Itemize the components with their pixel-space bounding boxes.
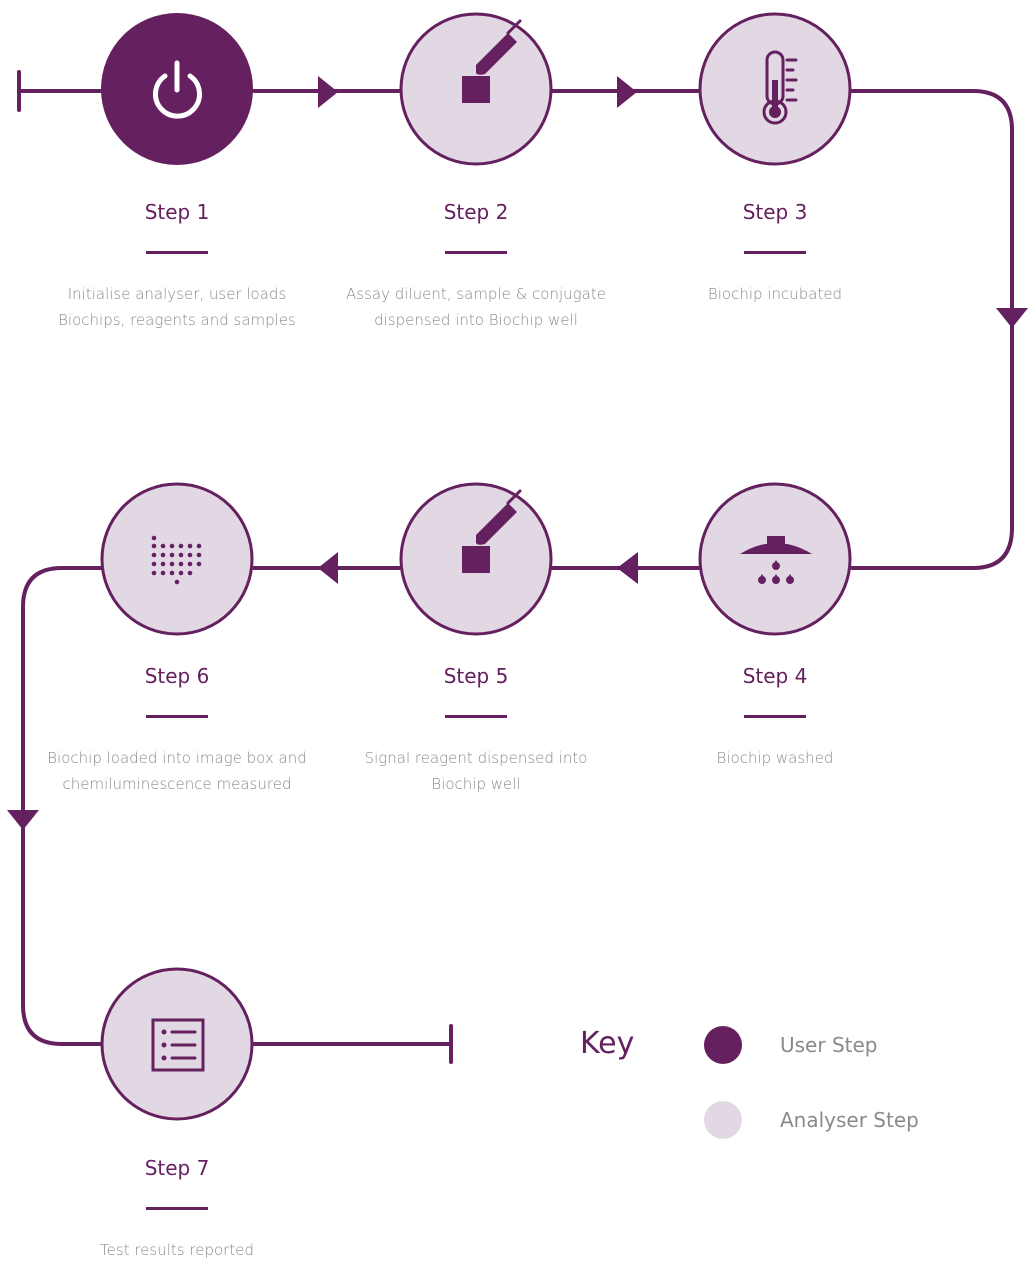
step7-divider: [146, 1207, 208, 1210]
step4-divider: [744, 715, 806, 718]
arrow-down-left: [7, 810, 39, 830]
step3-description-line: Biochip incubated: [707, 285, 843, 303]
step6-text: Step 6 Biochip loaded into image box and…: [27, 663, 327, 797]
step6-description-line: Biochip loaded into image box and: [47, 749, 307, 767]
key-analyser-step-label: Analyser Step: [780, 1108, 919, 1132]
step6-circle: [100, 482, 254, 636]
step1-text: Step 1 Initialise analyser, user loads B…: [27, 199, 327, 333]
step5-title: Step 5: [443, 664, 509, 688]
step5-divider: [445, 715, 507, 718]
step1-divider: [146, 251, 208, 254]
arrow-right-2: [617, 76, 637, 108]
connector-step3-to-step4: [850, 89, 1014, 570]
step1-title: Step 1: [144, 200, 210, 224]
step3-title: Step 3: [742, 200, 808, 224]
power-icon: [153, 60, 202, 119]
step2-title: Step 2: [443, 200, 509, 224]
step7-title: Step 7: [144, 1156, 210, 1180]
step5-description: Signal reagent dispensed into Biochip we…: [326, 745, 626, 797]
step7-description-line: Test results reported: [100, 1241, 254, 1259]
dot-grid-icon: [151, 535, 202, 585]
key-analyser-step-dot: [704, 1101, 742, 1139]
step1-description: Initialise analyser, user loads Biochips…: [27, 281, 327, 333]
step4-circle: [698, 482, 852, 636]
step2-description-line: dispensed into Biochip well: [374, 311, 578, 329]
step5-description-line: Biochip well: [431, 775, 521, 793]
key-title: Key: [580, 1026, 635, 1061]
step6-title: Step 6: [144, 664, 210, 688]
step5-description-line: Signal reagent dispensed into: [364, 749, 588, 767]
step2-divider: [445, 251, 507, 254]
arrow-right-1: [318, 76, 338, 108]
arrow-left-2: [318, 552, 338, 584]
arrow-left-1: [617, 552, 638, 584]
step2-text: Step 2 Assay diluent, sample & conjugate…: [326, 199, 626, 333]
step5-text: Step 5 Signal reagent dispensed into Bio…: [326, 663, 626, 797]
step4-title: Step 4: [742, 664, 808, 688]
step2-description: Assay diluent, sample & conjugate dispen…: [326, 281, 626, 333]
shower-icon: [740, 536, 812, 584]
step4-text: Step 4 Biochip washed: [625, 663, 925, 771]
step7-text: Step 7 Test results reported: [27, 1155, 327, 1263]
key-user-step-dot: [704, 1026, 742, 1064]
step6-description: Biochip loaded into image box and chemil…: [27, 745, 327, 797]
thermometer-icon: [762, 50, 798, 125]
step3-description: Biochip incubated: [625, 281, 925, 307]
step1-description-line: Biochips, reagents and samples: [58, 311, 296, 329]
step2-description-line: Assay diluent, sample & conjugate: [346, 285, 606, 303]
pipette-icon: [462, 19, 522, 103]
step4-description: Biochip washed: [625, 745, 925, 771]
step6-divider: [146, 715, 208, 718]
key-user-step-label: User Step: [780, 1033, 878, 1057]
step1-description-line: Initialise analyser, user loads: [67, 285, 287, 303]
pipette-icon: [462, 489, 522, 573]
connector-step6-to-step7: [21, 566, 103, 1046]
list-icon: [151, 1018, 205, 1072]
step7-description: Test results reported: [27, 1237, 327, 1263]
step3-text: Step 3 Biochip incubated: [625, 199, 925, 307]
step4-description-line: Biochip washed: [716, 749, 834, 767]
arrow-down-right: [996, 308, 1028, 328]
step6-description-line: chemiluminescence measured: [62, 775, 292, 793]
step3-divider: [744, 251, 806, 254]
